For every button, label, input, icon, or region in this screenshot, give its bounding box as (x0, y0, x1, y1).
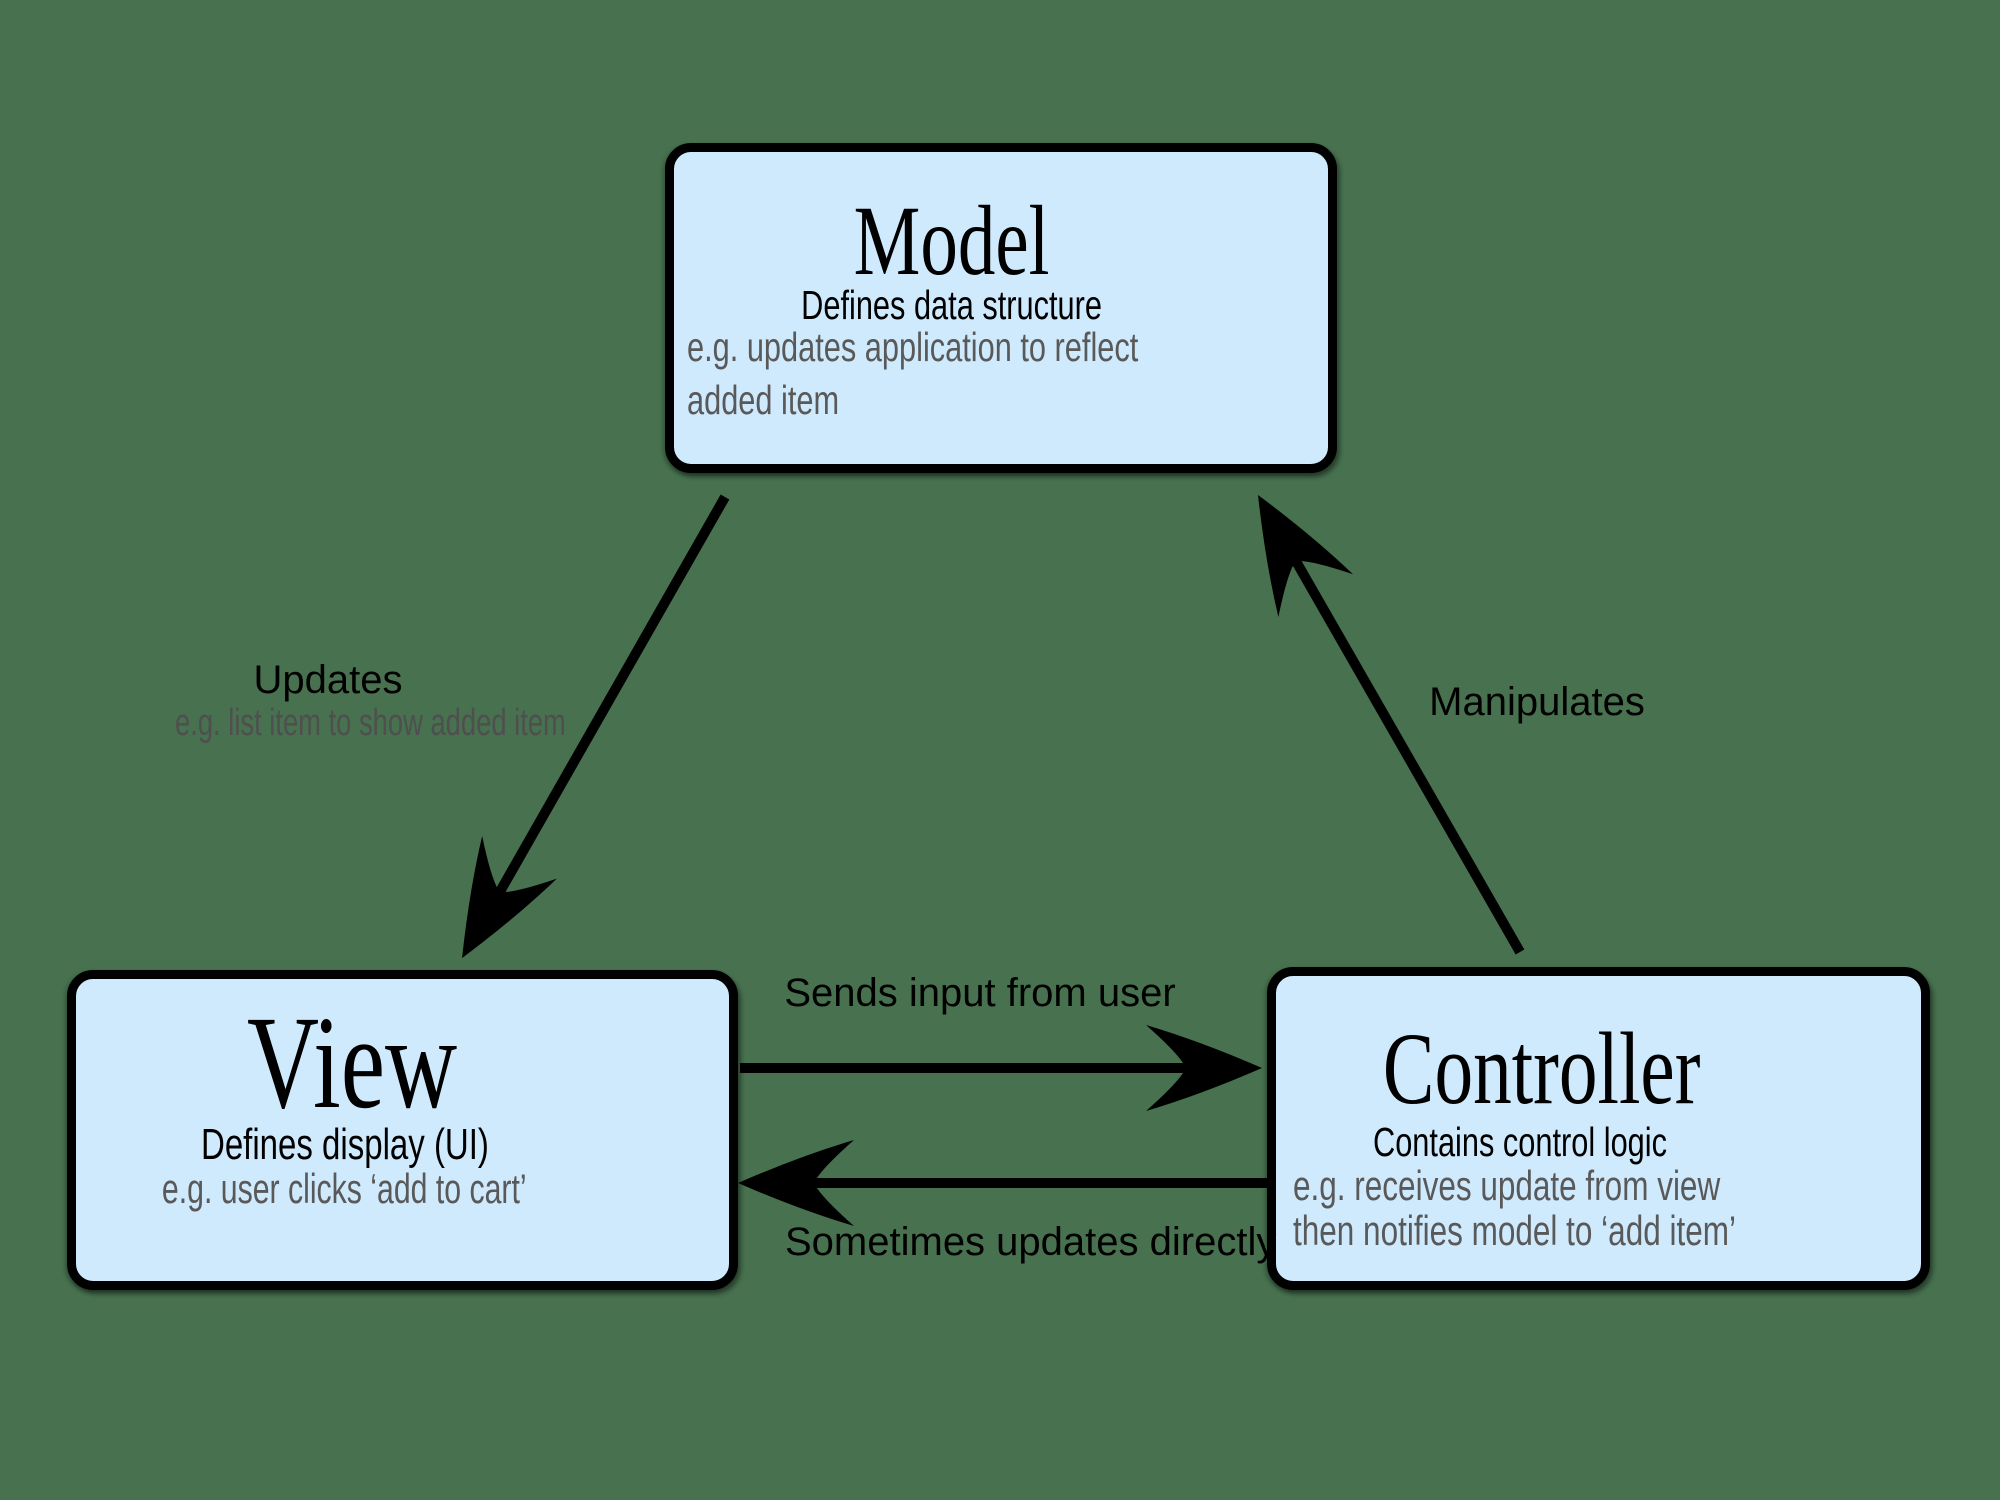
updates-sublabel: e.g. list item to show added item (175, 702, 566, 744)
sends-input-label: Sends input from user (784, 971, 1176, 1015)
model-example-line-1: e.g. updates application to reflect (687, 324, 1139, 370)
model-subtitle: Defines data structure (652, 285, 1252, 326)
model-example-line-2: added item (687, 377, 840, 423)
view-title-text: View (246, 988, 458, 1136)
controller-title: Controller (1242, 1018, 1842, 1121)
controller-subtitle: Contains control logic (1220, 1122, 1820, 1163)
controller-title-text: Controller (1383, 1012, 1701, 1126)
arrow-controller-to-model (1257, 495, 1525, 955)
view-example-line-1: e.g. user clicks ‘add to cart’ (161, 1165, 527, 1212)
view-box (67, 970, 738, 1290)
updates-label: Updates (253, 658, 403, 702)
model-subtitle-text: Defines data structure (801, 282, 1103, 328)
model-title: Model (652, 191, 1252, 291)
sometimes-updates-label: Sometimes updates directly (785, 1220, 1277, 1264)
controller-subtitle-text: Contains control logic (1372, 1119, 1667, 1165)
model-title-text: Model (854, 185, 1050, 296)
view-subtitle-text: Defines display (UI) (201, 1120, 489, 1169)
view-title: View (52, 996, 652, 1129)
view-subtitle: Defines display (UI) (45, 1123, 645, 1167)
controller-example-line-2: then notifies model to ‘add item’ (1293, 1207, 1737, 1254)
controller-example-line-1: e.g. receives update from view (1293, 1162, 1721, 1209)
model-box (665, 143, 1337, 473)
arrow-model-to-view (462, 494, 730, 959)
controller-box (1267, 967, 1930, 1290)
manipulates-label: Manipulates (1429, 680, 1645, 724)
